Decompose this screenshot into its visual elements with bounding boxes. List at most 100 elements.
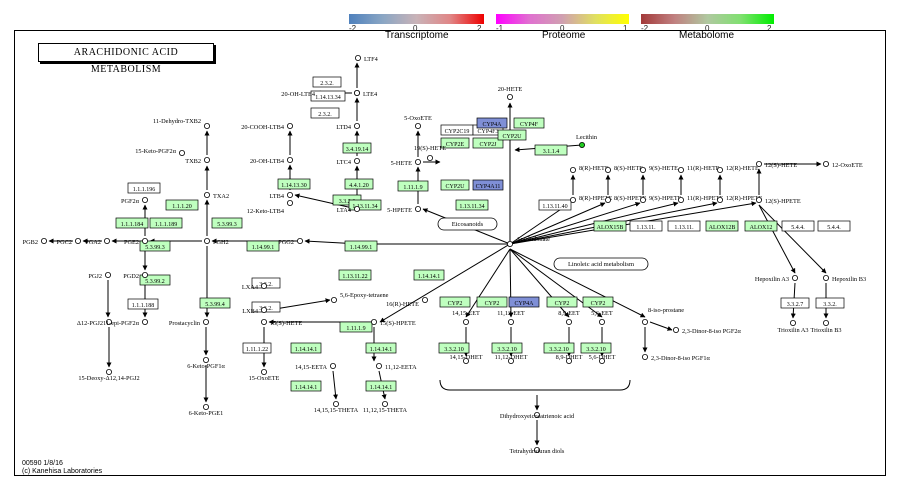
enzyme-12[interactable]: 5.3.99.3 bbox=[139, 240, 171, 252]
compound-28[interactable]: 6-Keto-PGF1α bbox=[187, 356, 225, 370]
enzyme-43[interactable]: 1.13.11. bbox=[629, 220, 663, 232]
compound-0[interactable]: LTF4 bbox=[354, 55, 379, 63]
enzyme-36[interactable]: CYP4A11 bbox=[472, 179, 504, 191]
compound-24[interactable]: Δ12-PGJ2 bbox=[77, 318, 113, 327]
compound-80[interactable]: Dihydroxyeicosatrienoic acid bbox=[500, 411, 575, 420]
enzyme-4[interactable]: 1.14.13.30 bbox=[277, 178, 311, 190]
compound-54[interactable]: 8(S)-HETE bbox=[605, 165, 643, 173]
compound-22[interactable]: PGD2 bbox=[123, 271, 148, 280]
enzyme-7[interactable]: 1.1.1.196 bbox=[127, 182, 161, 194]
compound-23[interactable]: PGJ2 bbox=[88, 271, 112, 280]
enzyme-57[interactable]: 3.3.2.10 bbox=[580, 342, 612, 354]
compound-73[interactable]: 8,9-EET bbox=[558, 310, 580, 325]
compound-56[interactable]: 9(S)-HETE bbox=[640, 165, 678, 173]
compound-61[interactable]: 12(R)-HPETE bbox=[717, 195, 763, 203]
map-link[interactable]: Eicosanoids bbox=[437, 217, 498, 231]
compound-41[interactable]: 14,15,15-THETA bbox=[314, 400, 359, 414]
enzyme-29[interactable]: 1.13.11.22 bbox=[338, 269, 372, 281]
compound-5[interactable]: 20-COOH-LTB4 bbox=[241, 123, 293, 131]
compound-55[interactable]: 8(S)-HPETE bbox=[605, 195, 647, 203]
enzyme-40[interactable]: 3.1.1.4 bbox=[534, 144, 568, 156]
enzyme-11[interactable]: 5.3.99.3 bbox=[211, 217, 243, 229]
enzyme-34[interactable]: CYP2J bbox=[472, 137, 504, 149]
enzyme-26[interactable]: 1.13.11.34 bbox=[348, 199, 382, 211]
enzyme-28[interactable]: 1.13.11.34 bbox=[455, 199, 489, 211]
enzyme-16[interactable]: 1.14.99.1 bbox=[246, 240, 280, 252]
compound-63[interactable]: 12(S)-HPETE bbox=[756, 196, 801, 205]
enzyme-2[interactable]: 4.4.1.20 bbox=[344, 178, 374, 190]
enzyme-21[interactable]: 1.11.1.22 bbox=[242, 342, 272, 354]
enzyme-44[interactable]: 1.13.11. bbox=[667, 220, 701, 232]
compound-78[interactable]: 2,3-Dinor-8-iso PGF2α bbox=[673, 326, 741, 335]
enzyme-14[interactable]: 1.1.1.188 bbox=[127, 298, 159, 310]
compound-48[interactable]: Lecithin bbox=[576, 134, 598, 148]
enzyme-59[interactable]: 3.3.2. bbox=[815, 297, 845, 309]
enzyme-17[interactable]: 1.14.99.1 bbox=[344, 240, 378, 252]
enzyme-56[interactable]: 3.3.2.10 bbox=[543, 342, 575, 354]
compound-57[interactable]: 9(S)-HPETE bbox=[640, 195, 682, 203]
enzyme-48[interactable]: 5.4.4. bbox=[817, 220, 851, 232]
compound-77[interactable]: 8-iso-prostane bbox=[642, 307, 684, 325]
enzyme-3[interactable]: 3.4.19.14 bbox=[342, 142, 372, 154]
enzyme-52[interactable]: CYP2 bbox=[546, 296, 578, 308]
compound-11[interactable]: 11-Dehydro-TXB2 bbox=[153, 118, 210, 130]
compound-12[interactable]: TXB2 bbox=[185, 156, 210, 165]
compound-62[interactable]: 12(S)-HETE bbox=[756, 160, 797, 169]
enzyme-38[interactable]: CYP4F bbox=[513, 117, 545, 129]
enzyme-55[interactable]: 3.3.2.10 bbox=[491, 342, 523, 354]
compound-47[interactable]: 20-HETE bbox=[498, 86, 523, 101]
enzyme-24[interactable]: 1.14.14.1 bbox=[290, 380, 322, 392]
compound-36[interactable]: 16(R)-HETE bbox=[386, 296, 428, 308]
compound-13[interactable]: 15-Keto-PGF2α bbox=[135, 148, 185, 156]
enzyme-0[interactable]: 2.3.2. bbox=[312, 76, 342, 88]
enzyme-49[interactable]: CYP2 bbox=[439, 296, 471, 308]
compound-79[interactable]: 2,3-Dinor-8-iso PGF1α bbox=[642, 353, 710, 362]
enzyme-39[interactable]: CYP2U bbox=[497, 129, 527, 141]
compound-6[interactable]: 20-OH-LTB4 bbox=[250, 156, 293, 165]
compound-21[interactable]: PGG2 bbox=[278, 237, 303, 246]
compound-71[interactable]: 11,12-EET bbox=[497, 310, 525, 325]
compound-10[interactable]: LTA4 bbox=[337, 205, 360, 214]
compound-3[interactable]: 20-OH-LTE4 bbox=[281, 90, 360, 98]
compound-69[interactable]: 14,15-EET bbox=[452, 310, 480, 325]
compound-59[interactable]: 11(R)-HPETE bbox=[678, 195, 723, 203]
map-link[interactable]: Linoleic acid metabolism bbox=[553, 257, 649, 271]
enzyme-9[interactable]: 1.1.1.184 bbox=[115, 217, 149, 229]
compound-27[interactable]: Prostacyclin bbox=[169, 318, 209, 327]
compound-53[interactable]: 8(R)-HPETE bbox=[570, 195, 612, 203]
compound-31[interactable]: LXB4 bbox=[242, 306, 267, 315]
enzyme-6[interactable]: 2.3.2. bbox=[310, 107, 340, 119]
compound-44[interactable]: 5-HETE bbox=[391, 158, 421, 167]
compound-60[interactable]: 12(R)-HETE bbox=[717, 165, 759, 173]
enzyme-37[interactable]: CYP4A bbox=[476, 117, 508, 129]
compound-32[interactable]: 5,6-Epoxy-tetraene bbox=[330, 292, 389, 303]
compound-65[interactable]: Hepoxilin A3 bbox=[755, 274, 799, 283]
compound-7[interactable]: LTC4 bbox=[337, 157, 360, 166]
compound-25[interactable]: 11-epi-PGF2α bbox=[103, 318, 148, 327]
compound-43[interactable]: 5-OxoETE bbox=[404, 115, 432, 130]
enzyme-5[interactable]: 1.14.13.34 bbox=[310, 90, 346, 102]
compound-45[interactable]: 5-HPETE bbox=[387, 205, 421, 214]
enzyme-58[interactable]: 3.3.2.7 bbox=[780, 297, 810, 309]
compound-17[interactable]: PGA2 bbox=[85, 237, 111, 246]
compound-67[interactable]: Trioxilin A3 bbox=[777, 319, 809, 334]
enzyme-22[interactable]: 1.14.14.1 bbox=[290, 342, 322, 354]
compound-35[interactable]: 15-OxoETE bbox=[249, 368, 280, 382]
enzyme-45[interactable]: ALOX12B bbox=[705, 220, 739, 232]
enzyme-51[interactable]: CYP4A bbox=[508, 296, 540, 308]
compound-46[interactable]: 19(S)-HETE bbox=[414, 145, 446, 161]
enzyme-47[interactable]: 5.4.4. bbox=[781, 220, 815, 232]
compound-14[interactable]: TXA2 bbox=[203, 191, 229, 200]
enzyme-31[interactable]: CYP2C19 bbox=[440, 124, 474, 136]
compound-68[interactable]: Trioxilin B3 bbox=[810, 319, 842, 334]
compound-74[interactable]: 8,9-DHET bbox=[556, 354, 583, 364]
compound-26[interactable]: 15-Deoxy-Δ12,14-PGJ2 bbox=[78, 368, 140, 382]
compound-9[interactable]: 12-Keto-LTB4 bbox=[247, 199, 293, 215]
enzyme-20[interactable]: 1.11.1.9 bbox=[339, 321, 373, 333]
enzyme-8[interactable]: 1.1.1.20 bbox=[165, 199, 199, 211]
compound-16[interactable]: PGE2 bbox=[124, 237, 148, 246]
compound-75[interactable]: 5,6-EET bbox=[591, 310, 613, 325]
compound-58[interactable]: 11(R)-HETE bbox=[678, 165, 720, 173]
compound-64[interactable]: 12-OxoETE bbox=[823, 160, 863, 169]
compound-29[interactable]: 6-Keto-PGE1 bbox=[189, 403, 224, 417]
